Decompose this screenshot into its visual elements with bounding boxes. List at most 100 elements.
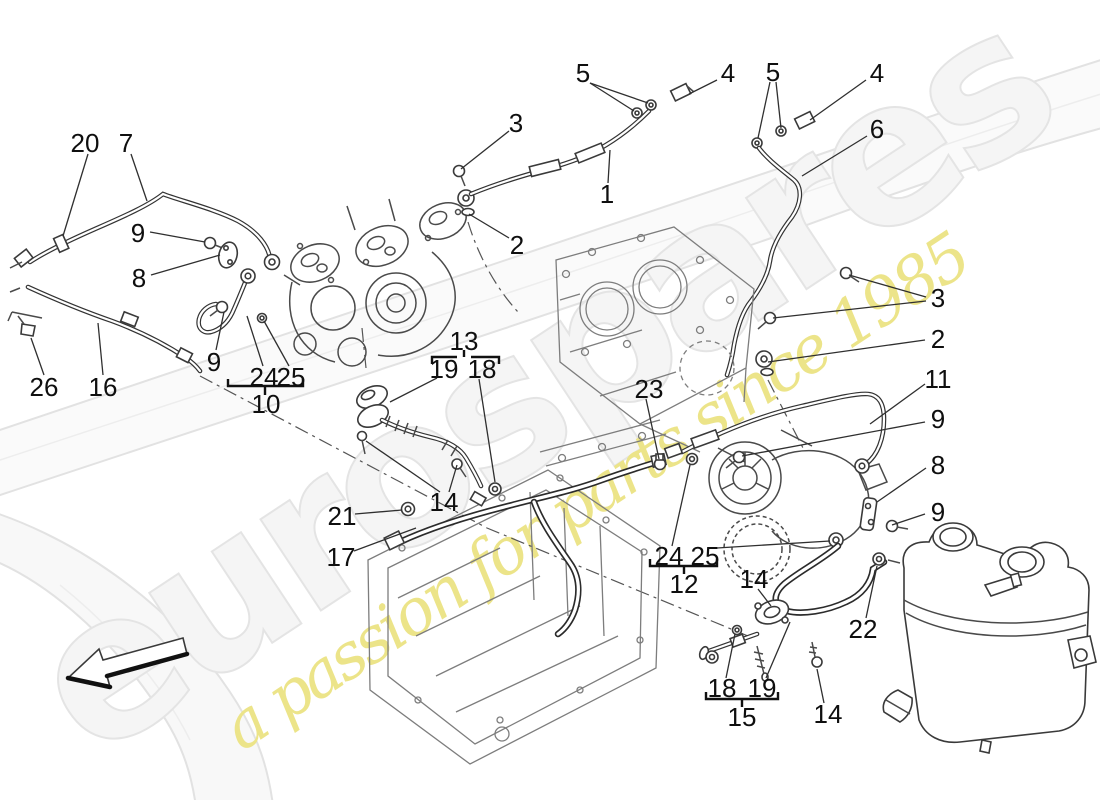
leader-line <box>389 377 438 403</box>
part-callout-18: 18 <box>708 673 737 703</box>
part-callout-21: 21 <box>328 501 357 531</box>
part-callout-5: 5 <box>766 57 780 87</box>
part-callout-18: 18 <box>468 354 497 384</box>
part-callout-6: 6 <box>870 114 884 144</box>
part-callout-9: 9 <box>931 404 945 434</box>
part-callout-4: 4 <box>721 58 735 88</box>
leader-line <box>765 621 791 679</box>
leader-line <box>725 633 736 679</box>
part-callout-3: 3 <box>509 108 523 138</box>
part-callout-14: 14 <box>740 564 769 594</box>
part-callout-2: 2 <box>510 230 524 260</box>
part-callout-19: 19 <box>430 354 459 384</box>
part-callout-2: 2 <box>931 324 945 354</box>
leader-line <box>607 149 611 184</box>
leader-line <box>478 378 496 483</box>
leader-line <box>97 322 104 376</box>
leader-line <box>772 300 927 319</box>
part-callout-25: 25 <box>277 362 306 392</box>
leader-line <box>865 565 878 619</box>
leader-line <box>757 588 772 607</box>
part-callout-1: 1 <box>600 179 614 209</box>
part-callout-5: 5 <box>576 58 590 88</box>
leader-line <box>767 339 926 363</box>
leader-line <box>150 254 221 276</box>
part-callout-9: 9 <box>207 347 221 377</box>
part-callout-10: 10 <box>252 389 281 419</box>
return-hose-art <box>383 452 668 638</box>
oil-pipe-front-art <box>452 82 695 217</box>
group-bracket-13 <box>430 350 501 364</box>
turbocharger-left-art <box>283 198 467 367</box>
part-callout-24: 24 <box>655 541 684 571</box>
leader-line <box>62 153 89 237</box>
leader-line <box>688 79 718 95</box>
leader-line <box>130 153 148 202</box>
coolant-pipes-left-art <box>7 191 281 374</box>
group-bracket-15 <box>704 692 780 707</box>
part-callout-24: 24 <box>250 362 279 392</box>
part-callout-26: 26 <box>30 372 59 402</box>
oil-sump-art <box>367 469 661 765</box>
leader-line <box>645 398 660 460</box>
leader-line <box>891 513 926 526</box>
leader-line <box>757 81 771 139</box>
leader-line <box>589 82 649 104</box>
leader-line <box>246 315 264 367</box>
leader-line <box>215 311 225 351</box>
leader-line <box>671 464 691 547</box>
part-callout-23: 23 <box>635 374 664 404</box>
part-callout-9: 9 <box>131 218 145 248</box>
union-tee-art <box>698 599 823 682</box>
part-callout-12: 12 <box>670 569 699 599</box>
group-bracket-12 <box>648 559 719 574</box>
part-callout-14: 14 <box>814 699 843 729</box>
construction-lines <box>199 221 804 637</box>
leader-line <box>448 464 458 493</box>
braided-hose-art <box>356 384 502 507</box>
part-callout-25: 25 <box>691 541 720 571</box>
part-callout-8: 8 <box>132 263 146 293</box>
leader-line <box>353 527 417 552</box>
oil-feed-pipe-art <box>196 268 268 335</box>
part-callout-17: 17 <box>327 542 356 572</box>
leader-line <box>468 213 510 239</box>
part-callout-15: 15 <box>728 702 757 732</box>
part-callout-3: 3 <box>931 283 945 313</box>
leader-line <box>816 668 825 704</box>
leader-line <box>263 320 290 367</box>
clip-26-art <box>20 323 36 337</box>
oil-pipe-rear-art <box>724 110 860 378</box>
part-callout-16: 16 <box>89 372 118 402</box>
leader-line <box>589 82 635 112</box>
leader-line <box>741 421 926 457</box>
part-callout-8: 8 <box>931 450 945 480</box>
part-callout-11: 11 <box>925 364 952 394</box>
leader-line <box>848 274 927 298</box>
part-callout-13: 13 <box>450 326 479 356</box>
part-callout-20: 20 <box>71 128 100 158</box>
leader-line <box>354 509 403 515</box>
direction-arrow <box>65 637 190 690</box>
group-bracket-10 <box>226 379 305 395</box>
part-callout-4: 4 <box>870 58 884 88</box>
part-callout-14: 14 <box>430 487 459 517</box>
bolt-9-left-art <box>203 236 217 250</box>
leader-line <box>801 135 868 177</box>
part-callout-19: 19 <box>748 673 777 703</box>
part-callout-9: 9 <box>931 497 945 527</box>
leader-line <box>809 79 867 121</box>
leader-line <box>365 440 441 493</box>
expansion-tank-art <box>882 522 1097 754</box>
part-callout-22: 22 <box>849 614 878 644</box>
leader-line <box>149 231 206 243</box>
leader-line <box>876 467 927 503</box>
leader-line <box>460 130 510 170</box>
leader-line <box>869 383 926 425</box>
leader-line <box>775 81 782 129</box>
leader-line <box>30 337 45 376</box>
part-callout-7: 7 <box>119 128 133 158</box>
